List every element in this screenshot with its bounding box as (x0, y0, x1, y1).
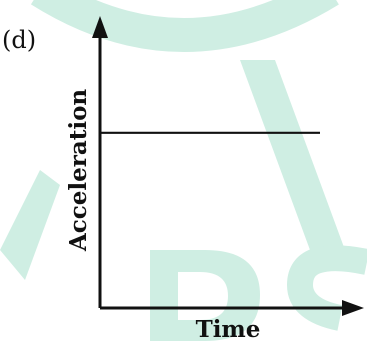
watermark-letter-d (150, 250, 260, 341)
watermark-shape-left (0, 170, 60, 280)
y-axis-arrowhead (92, 16, 108, 38)
x-axis-arrowhead (342, 300, 364, 316)
y-axis-label: Acceleration (65, 89, 92, 253)
watermark-shape-right (240, 60, 345, 250)
x-axis-label: Time (196, 316, 261, 341)
watermark-arc (30, 0, 339, 52)
watermark-letter-s (286, 245, 367, 331)
panel-label: (d) (2, 26, 36, 54)
